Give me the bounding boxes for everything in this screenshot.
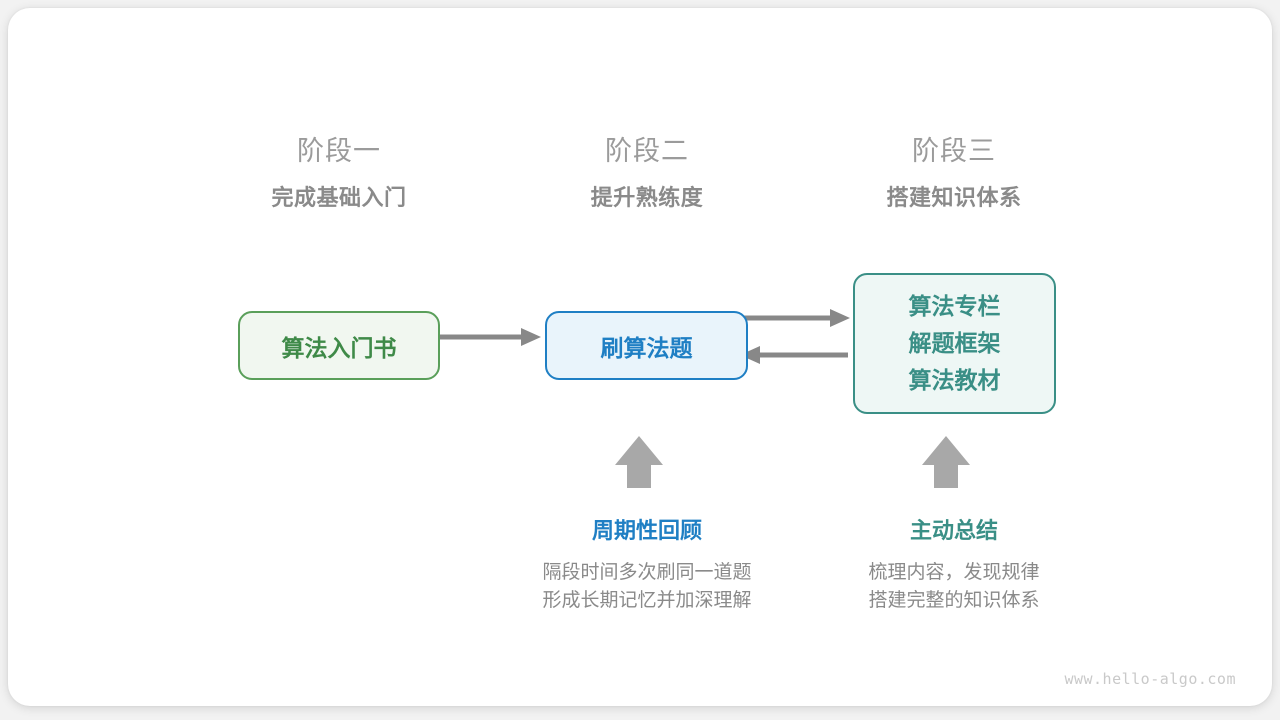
node-practice-problems: 刷算法题 <box>545 311 748 380</box>
stage-header-3: 阶段三 搭建知识体系 <box>814 134 1094 213</box>
arrow-up-review <box>615 436 663 488</box>
note-summary-desc: 梳理内容，发现规律 搭建完整的知识体系 <box>794 559 1114 615</box>
stage-header-2: 阶段二 提升熟练度 <box>507 134 787 213</box>
arrow-resources-to-practice <box>740 346 848 364</box>
node-resources-line-2: 解题框架 <box>908 330 1001 356</box>
node-algorithm-intro-book: 算法入门书 <box>238 311 440 380</box>
note-review-title: 周期性回顾 <box>591 518 702 543</box>
node-practice-label: 刷算法题 <box>600 334 693 361</box>
note-summary-desc-line-1: 梳理内容，发现规律 <box>868 562 1040 583</box>
node-book-label: 算法入门书 <box>281 334 397 361</box>
stage-3-subtitle: 搭建知识体系 <box>886 185 1022 210</box>
arrow-practice-to-resources <box>740 309 850 327</box>
arrow-up-summary <box>922 436 970 488</box>
node-resources-line-1: 算法专栏 <box>908 293 1001 319</box>
note-review-desc: 隔段时间多次刷同一道题 形成长期记忆并加深理解 <box>487 559 807 615</box>
note-review-desc-line-1: 隔段时间多次刷同一道题 <box>542 562 752 583</box>
note-periodic-review: 周期性回顾 隔段时间多次刷同一道题 形成长期记忆并加深理解 <box>487 516 807 615</box>
stage-2-title: 阶段二 <box>605 136 689 166</box>
stage-2-subtitle: 提升熟练度 <box>590 185 704 210</box>
stage-1-subtitle: 完成基础入门 <box>271 185 407 210</box>
note-review-desc-line-2: 形成长期记忆并加深理解 <box>542 590 752 611</box>
arrow-book-to-practice <box>432 328 541 346</box>
note-active-summary: 主动总结 梳理内容，发现规律 搭建完整的知识体系 <box>794 516 1114 615</box>
note-summary-desc-line-2: 搭建完整的知识体系 <box>868 590 1040 611</box>
stage-header-1: 阶段一 完成基础入门 <box>199 134 479 213</box>
note-summary-title: 主动总结 <box>909 518 998 543</box>
node-learning-resources: 算法专栏 解题框架 算法教材 <box>853 273 1056 414</box>
watermark-url: www.hello-algo.com <box>1064 670 1236 688</box>
stage-1-title: 阶段一 <box>297 136 381 166</box>
diagram-card: 阶段一 完成基础入门 阶段二 提升熟练度 阶段三 搭建知识体系 算法入门书 刷算… <box>8 8 1272 706</box>
node-resources-line-3: 算法教材 <box>908 367 1001 393</box>
stage-3-title: 阶段三 <box>912 136 996 166</box>
